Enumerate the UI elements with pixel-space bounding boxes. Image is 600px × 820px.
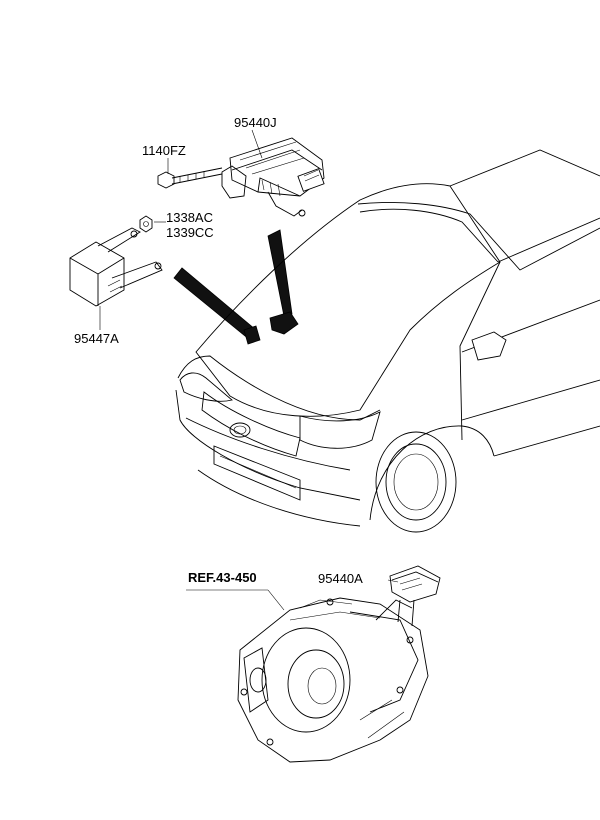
label-ref-43-450: REF.43-450: [188, 570, 257, 585]
leader-95440a: [387, 579, 399, 583]
vehicle-illustration: [175, 149, 600, 533]
label-1338ac: 1338AC: [166, 210, 213, 225]
label-95440a: 95440A: [318, 571, 363, 586]
pointer-arrow-left: [173, 267, 257, 341]
module-95447a: [69, 227, 163, 307]
nut-1338ac: [139, 215, 153, 233]
tcm-module-95440j: [221, 137, 325, 217]
transmission-illustration: [237, 565, 441, 763]
label-95447a: 95447A: [74, 331, 119, 346]
leader-95440j: [251, 129, 263, 159]
leader-ref-43-450: [267, 589, 285, 611]
pointer-arrow-right: [267, 229, 293, 317]
label-1140fz: 1140FZ: [142, 143, 186, 158]
label-1339cc: 1339CC: [166, 225, 214, 240]
bolt-1140fz: [157, 167, 223, 189]
label-95440j: 95440J: [234, 115, 277, 130]
